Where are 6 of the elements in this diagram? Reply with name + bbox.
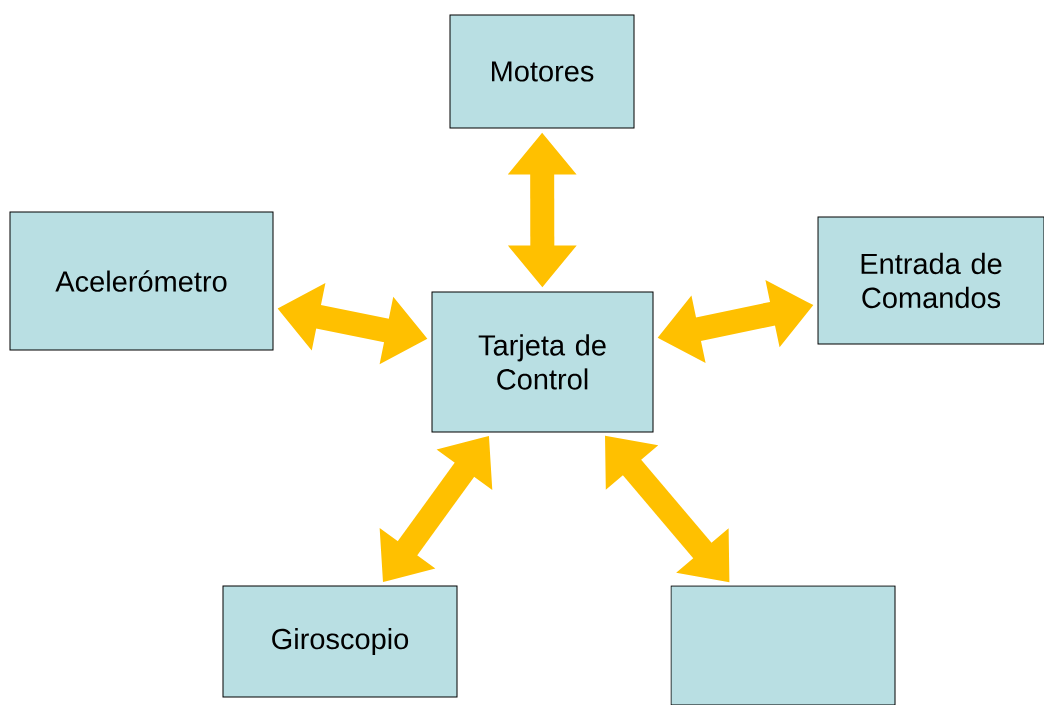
- process-box: Giroscopio: [222, 585, 458, 698]
- process-box: Tarjeta de Control: [431, 291, 654, 433]
- process-box: Entrada de Comandos: [817, 216, 1044, 345]
- process-box: [670, 585, 896, 705]
- process-box: Acelerómetro: [9, 211, 274, 351]
- process-box: Motores: [449, 14, 635, 129]
